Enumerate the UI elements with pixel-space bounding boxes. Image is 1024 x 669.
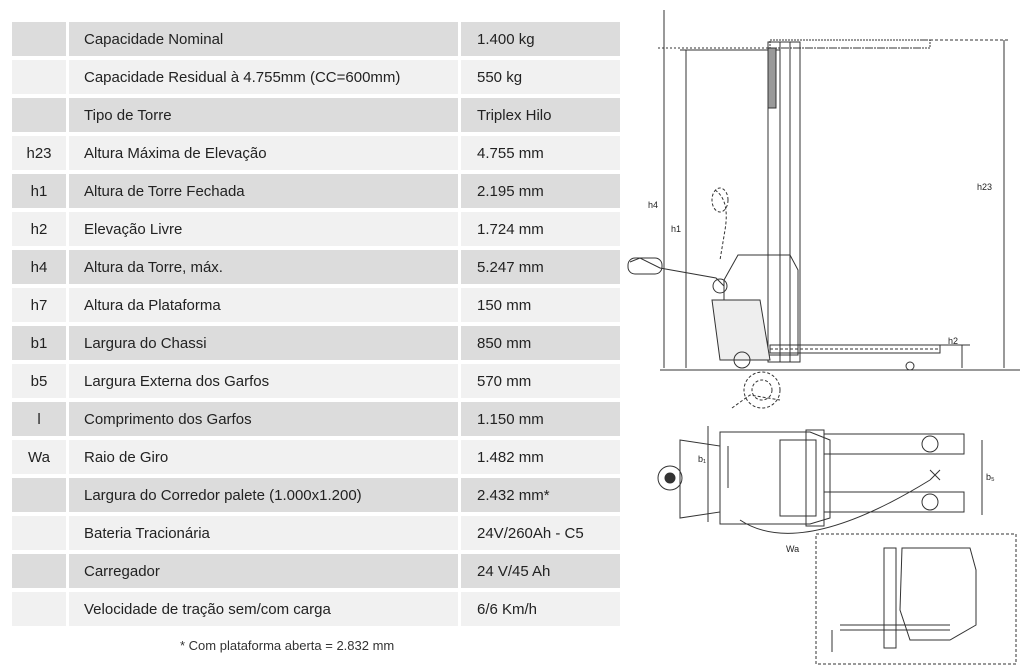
mast <box>767 41 801 363</box>
spec-label: Carregador <box>69 554 458 588</box>
spec-code <box>12 516 66 550</box>
tiller-handle <box>627 257 663 275</box>
stacker-technical-drawing: h4 h1 h23 h2 b₁ b₅ Wa <box>627 10 1020 665</box>
spec-label: Velocidade de tração sem/com carga <box>69 592 458 626</box>
spec-label: Capacidade Nominal <box>69 22 458 56</box>
spec-value: 6/6 Km/h <box>461 592 620 626</box>
spec-label: Elevação Livre <box>69 212 458 246</box>
spec-value: 1.150 mm <box>461 402 620 436</box>
wa-label: Wa <box>786 544 799 554</box>
spec-label: Largura do Corredor palete (1.000x1.200) <box>69 478 458 512</box>
spec-value: 150 mm <box>461 288 620 322</box>
spec-label: Bateria Tracionária <box>69 516 458 550</box>
detail-view <box>815 533 1017 665</box>
spec-code <box>12 60 66 94</box>
spec-value: 2.432 mm* <box>461 478 620 512</box>
spec-code: h23 <box>12 136 66 170</box>
spec-code: b5 <box>12 364 66 398</box>
spec-value: 550 kg <box>461 60 620 94</box>
spec-value: 24 V/45 Ah <box>461 554 620 588</box>
spec-value: Triplex Hilo <box>461 98 620 132</box>
spec-code <box>12 554 66 588</box>
spec-label: Capacidade Residual à 4.755mm (CC=600mm) <box>69 60 458 94</box>
spec-label: Altura da Plataforma <box>69 288 458 322</box>
spec-code <box>12 98 66 132</box>
spec-label: Comprimento dos Garfos <box>69 402 458 436</box>
spec-code: Wa <box>12 440 66 474</box>
spec-code: h1 <box>12 174 66 208</box>
h23-label: h23 <box>977 182 992 192</box>
b1-label: b₁ <box>698 454 706 464</box>
spec-code <box>12 478 66 512</box>
h1-label: h1 <box>671 224 681 234</box>
h2-label: h2 <box>948 336 958 346</box>
tiller-arm <box>629 257 725 287</box>
spec-code: l <box>12 402 66 436</box>
spec-label: Largura do Chassi <box>69 326 458 360</box>
footnote: * Com plataforma aberta = 2.832 mm <box>180 638 395 653</box>
b5-label: b₅ <box>986 472 995 482</box>
spec-value: 850 mm <box>461 326 620 360</box>
spec-value: 2.195 mm <box>461 174 620 208</box>
top-view <box>657 371 983 534</box>
spec-value: 4.755 mm <box>461 136 620 170</box>
spec-code: b1 <box>12 326 66 360</box>
spec-value: 1.400 kg <box>461 22 620 56</box>
spec-label: Altura Máxima de Elevação <box>69 136 458 170</box>
spec-value: 5.247 mm <box>461 250 620 284</box>
spec-code <box>12 22 66 56</box>
spec-value: 24V/260Ah - C5 <box>461 516 620 550</box>
spec-label: Largura Externa dos Garfos <box>69 364 458 398</box>
spec-label: Raio de Giro <box>69 440 458 474</box>
spec-value: 1.724 mm <box>461 212 620 246</box>
spec-code: h4 <box>12 250 66 284</box>
h4-label: h4 <box>648 200 658 210</box>
spec-code: h2 <box>12 212 66 246</box>
spec-value: 1.482 mm <box>461 440 620 474</box>
spec-label: Altura da Torre, máx. <box>69 250 458 284</box>
spec-value: 570 mm <box>461 364 620 398</box>
spec-code <box>12 592 66 626</box>
spec-row: Capacidade Residual à 4.755mm (CC=600mm)… <box>12 60 620 98</box>
spec-label: Tipo de Torre <box>69 98 458 132</box>
spec-row: Largura do Corredor palete (1.000x1.200)… <box>12 478 620 516</box>
spec-code: h7 <box>12 288 66 322</box>
spec-label: Altura de Torre Fechada <box>69 174 458 208</box>
